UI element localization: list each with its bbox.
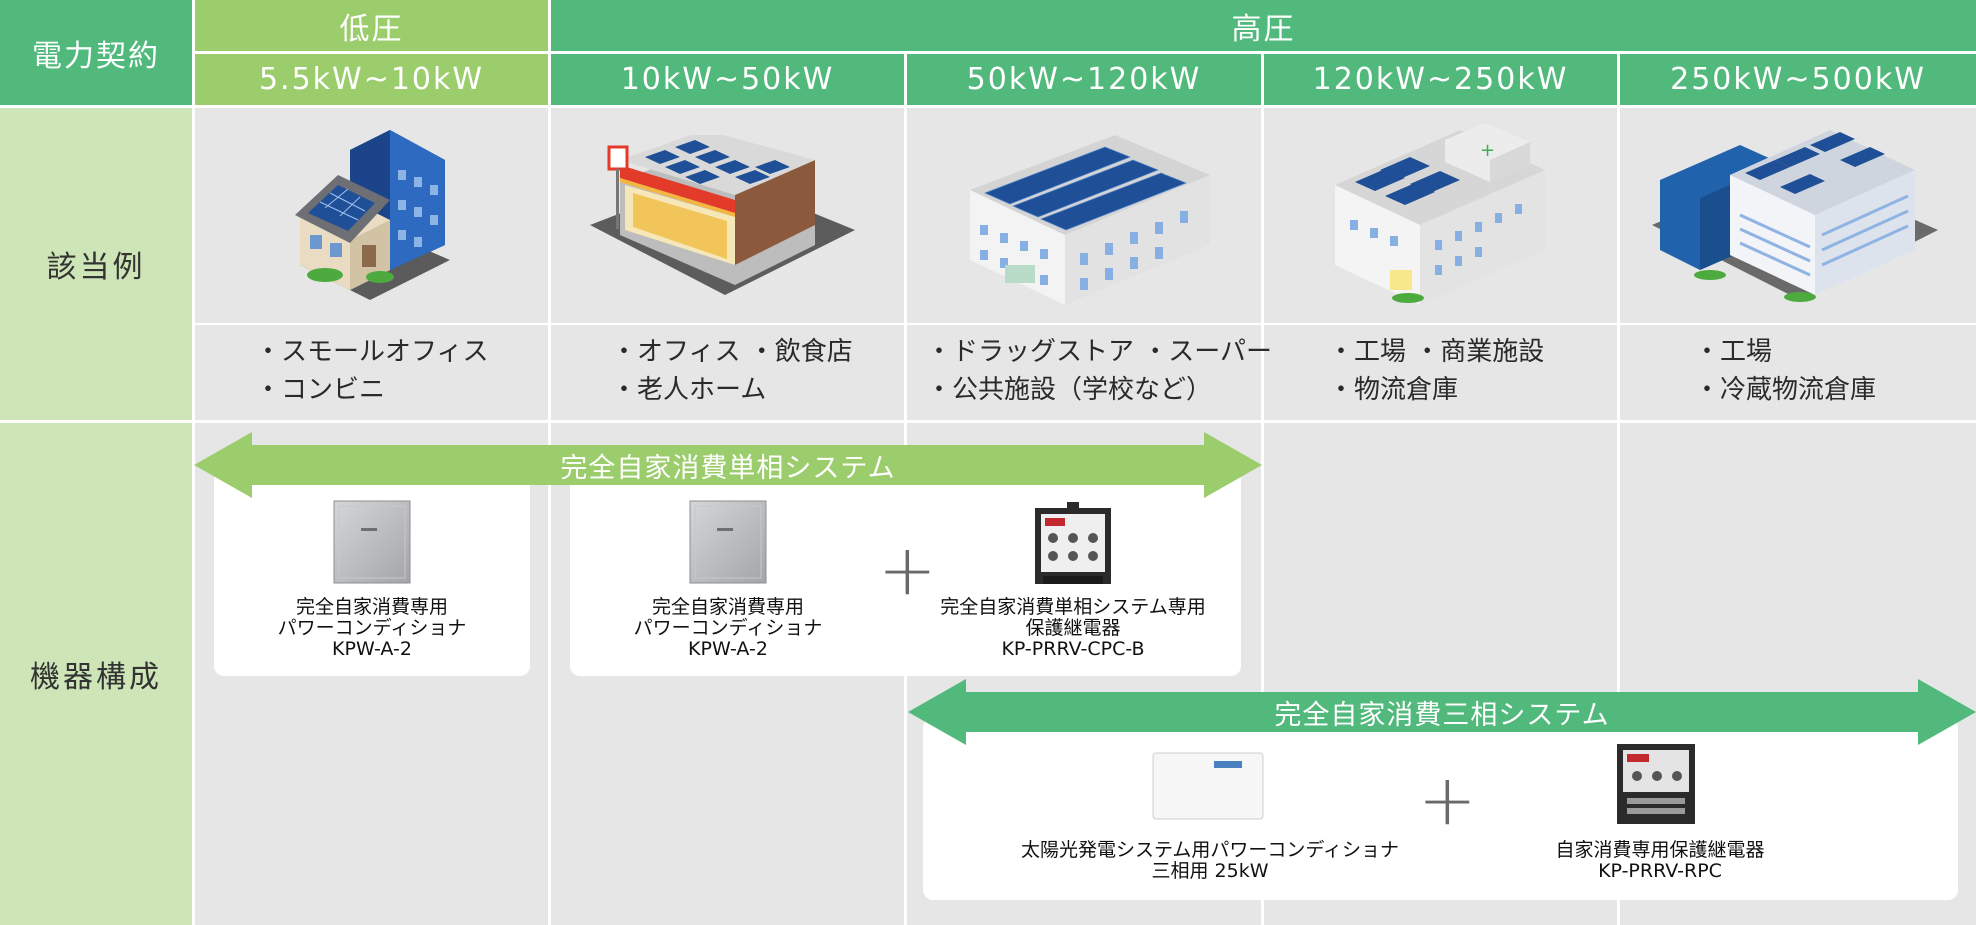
product-model: KPW-A-2	[332, 638, 412, 660]
high-voltage-label: 高圧	[1231, 11, 1296, 47]
range-cell-5: 250kW~500kW	[1620, 54, 1976, 105]
cold-storage-illustration	[1652, 130, 1938, 302]
example-item: ・冷蔵物流倉庫	[1694, 375, 1877, 405]
cpc-caption: 完全自家消費単相システム専用 保護継電器 KP-PRRV-CPC-B	[910, 597, 1236, 660]
plus-sign-2: +	[1418, 765, 1477, 835]
product-name: 自家消費専用保護継電器	[1555, 839, 1765, 861]
kpw-caption-2: 完全自家消費専用 パワーコンディショナ KPW-A-2	[570, 597, 886, 660]
rpc-caption: 自家消費専用保護継電器 KP-PRRV-RPC	[1490, 840, 1830, 882]
kpw-caption-1: 完全自家消費専用 パワーコンディショナ KPW-A-2	[214, 597, 530, 660]
product-name: 保護継電器	[1025, 617, 1121, 639]
column-divider	[548, 108, 551, 925]
range-label: 250kW~500kW	[1670, 62, 1926, 97]
pcs3-caption: 太陽光発電システム用パワーコンディショナ 三相用 25kW	[990, 840, 1430, 882]
single-phase-text: 完全自家消費単相システム	[560, 452, 896, 484]
example-item: ・工場	[1694, 337, 1773, 367]
example-item: ・スモールオフィス	[255, 337, 489, 367]
convenience-store-illustration	[590, 135, 855, 295]
range-cell-3: 50kW~120kW	[907, 54, 1261, 105]
protective-relay-cpc-image	[1035, 502, 1111, 584]
product-model: KP-PRRV-RPC	[1598, 860, 1722, 882]
range-cell-1: 5.5kW~10kW	[195, 54, 548, 105]
examples-col-2: ・オフィス ・飲食店 ・老人ホーム	[611, 333, 853, 409]
high-voltage-header: 高圧	[551, 0, 1976, 51]
protective-relay-rpc-image	[1617, 744, 1695, 824]
product-name: パワーコンディショナ	[633, 617, 823, 639]
plus-symbol: +	[1418, 759, 1477, 841]
svg-text:+: +	[1480, 140, 1495, 161]
three-phase-label: 完全自家消費三相システム	[966, 692, 1918, 732]
example-item: ・コンビニ	[255, 375, 386, 405]
example-item: ・ドラッグストア ・スーパー	[926, 337, 1273, 367]
product-name: 完全自家消費単相システム専用	[940, 596, 1206, 618]
range-label: 50kW~120kW	[966, 62, 1202, 97]
three-phase-text: 完全自家消費三相システム	[1274, 699, 1610, 731]
example-item: ・オフィス ・飲食店	[611, 337, 853, 367]
examples-col-4: ・工場 ・商業施設 ・物流倉庫	[1328, 333, 1544, 409]
equipment-label: 機器構成	[30, 660, 162, 695]
product-name: 完全自家消費専用	[651, 596, 804, 618]
examples-col-3: ・ドラッグストア ・スーパー ・公共施設（学校など）	[926, 333, 1272, 409]
product-model: KPW-A-2	[688, 638, 768, 660]
contract-label: 電力契約	[32, 38, 160, 74]
three-phase-pcs-image	[1152, 752, 1264, 820]
contract-label-cell: 電力契約	[0, 0, 192, 105]
row-divider	[195, 420, 1976, 423]
equipment-row-label: 機器構成	[0, 423, 192, 925]
range-label: 5.5kW~10kW	[258, 62, 485, 97]
column-divider	[1617, 108, 1620, 925]
plus-symbol: +	[878, 529, 937, 611]
example-item: ・公共施設（学校など）	[926, 375, 1213, 405]
factory-illustration: +	[1335, 123, 1545, 305]
low-voltage-header: 低圧	[195, 0, 548, 51]
supermarket-illustration	[970, 135, 1210, 305]
column-divider	[1261, 108, 1264, 925]
kpw-power-conditioner-image	[333, 500, 411, 584]
range-cell-4: 120kW~250kW	[1264, 54, 1617, 105]
single-phase-arrow	[194, 432, 1262, 498]
product-name: 完全自家消費専用	[295, 596, 448, 618]
single-phase-label: 完全自家消費単相システム	[252, 445, 1204, 485]
small-office-illustration	[295, 130, 450, 300]
product-model: KP-PRRV-CPC-B	[1001, 638, 1145, 660]
plus-sign-1: +	[878, 535, 937, 605]
three-phase-card	[923, 718, 1958, 900]
examples-col-5: ・工場 ・冷蔵物流倉庫	[1694, 333, 1876, 409]
range-label: 10kW~50kW	[620, 62, 835, 97]
product-name: パワーコンディショナ	[277, 617, 467, 639]
kpw-power-conditioner-image	[689, 500, 767, 584]
examples-label: 該当例	[46, 250, 146, 285]
examples-col-1: ・スモールオフィス ・コンビニ	[255, 333, 488, 409]
row-divider	[195, 323, 1976, 325]
examples-row-label: 該当例	[0, 108, 192, 420]
product-name: 太陽光発電システム用パワーコンディショナ	[1020, 839, 1400, 861]
product-model: 三相用 25kW	[1151, 860, 1269, 882]
single-phase-card-2	[570, 470, 1241, 676]
three-phase-arrow	[908, 679, 1976, 745]
range-cell-2: 10kW~50kW	[551, 54, 904, 105]
example-item: ・工場 ・商業施設	[1328, 337, 1545, 367]
low-voltage-label: 低圧	[339, 11, 404, 47]
range-label: 120kW~250kW	[1312, 62, 1569, 97]
example-item: ・老人ホーム	[611, 375, 767, 405]
example-item: ・物流倉庫	[1328, 375, 1459, 405]
